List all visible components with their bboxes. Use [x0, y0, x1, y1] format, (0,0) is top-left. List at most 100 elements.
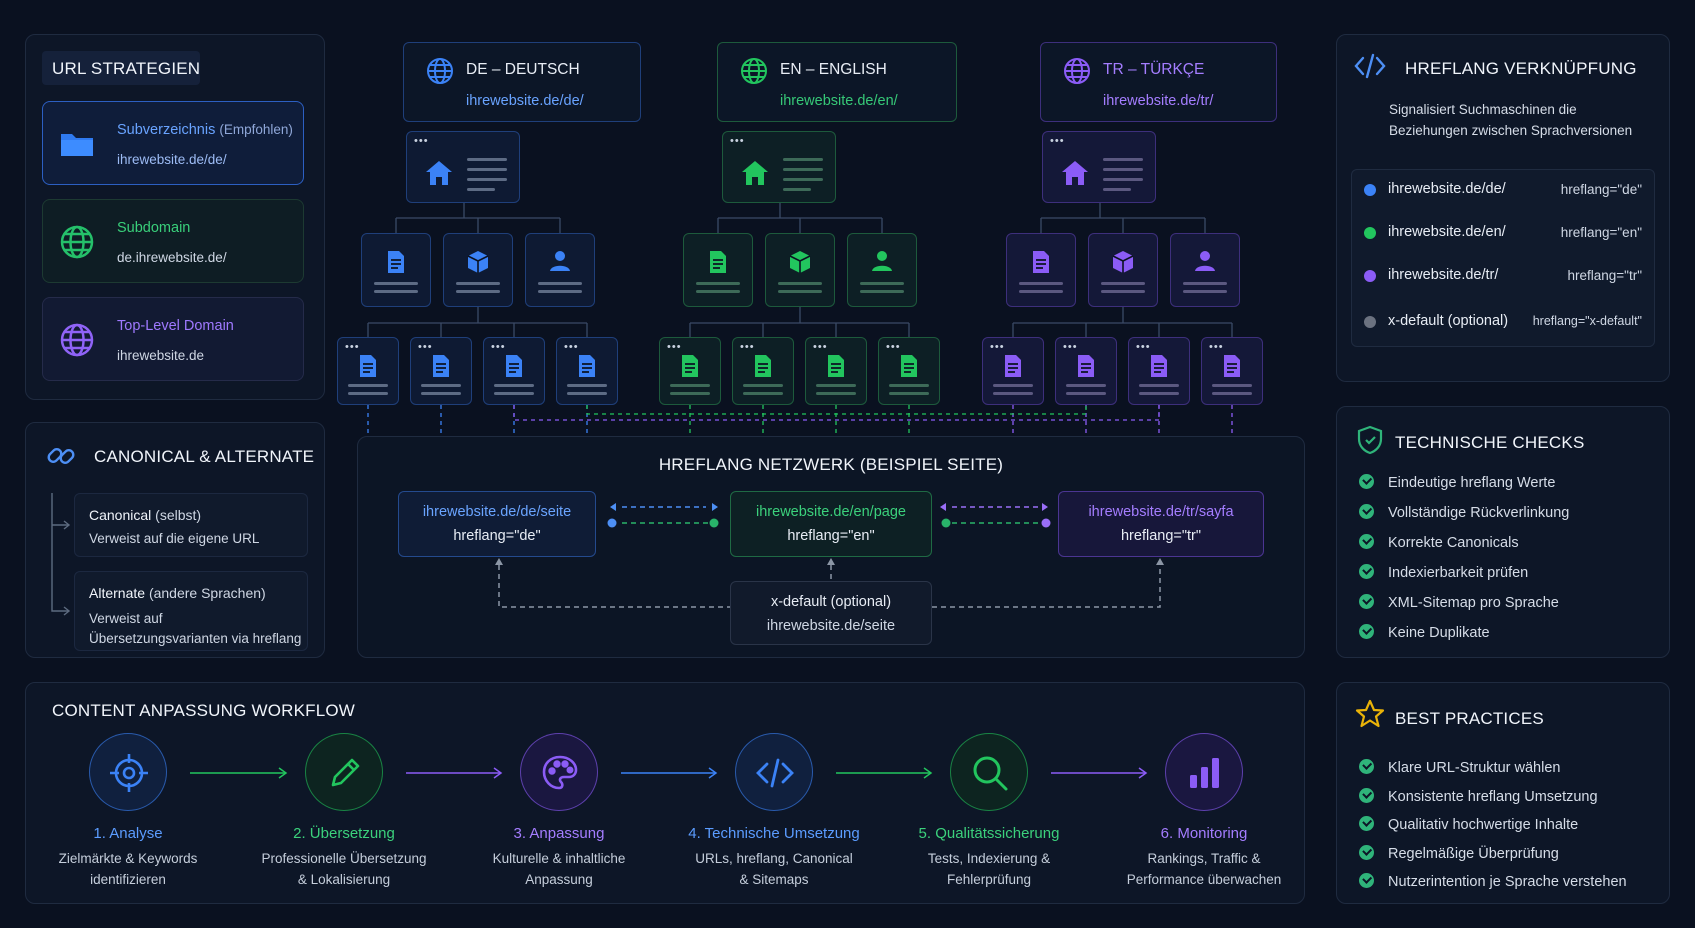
section-page-node[interactable]: [525, 233, 595, 307]
check-circle-icon: [1359, 474, 1374, 489]
placeholder-line: [494, 384, 534, 387]
placeholder-line: [567, 392, 607, 395]
check-item: XML-Sitemap pro Sprache: [1359, 594, 1559, 611]
star-icon: [1355, 699, 1385, 728]
network-xdefault[interactable]: x-default (optional) ihrewebsite.de/seit…: [730, 581, 932, 645]
window-dots: •••: [1136, 341, 1151, 353]
root-page-node[interactable]: •••: [406, 131, 520, 203]
placeholder-line: [421, 392, 461, 395]
document-icon: [431, 354, 451, 383]
window-dots: •••: [491, 341, 506, 353]
url-option-subdomain[interactable]: Subdomain de.ihrewebsite.de/: [42, 199, 304, 283]
window-dots: •••: [1050, 135, 1065, 147]
placeholder-line: [860, 282, 904, 285]
network-page-attr: hreflang="en": [787, 528, 875, 544]
check-circle-icon: [1359, 594, 1374, 609]
url-option-subdirectory[interactable]: Subverzeichnis (Empfohlen) ihrewebsite.d…: [42, 101, 304, 185]
placeholder-line: [1212, 392, 1252, 395]
status-dot: [1364, 316, 1376, 328]
canonical-item-paren: (selbst): [155, 507, 202, 523]
document-icon: [577, 354, 597, 383]
section-page-node[interactable]: [1088, 233, 1158, 307]
window-dots: •••: [418, 341, 433, 353]
document-icon: [899, 354, 919, 383]
step-title: 4. Technische Umsetzung: [688, 825, 860, 842]
document-icon: [1149, 354, 1169, 383]
placeholder-line: [1139, 392, 1179, 395]
alternate-item: Alternate (andere Sprachen) Verweist auf…: [74, 571, 308, 651]
leaf-page-node[interactable]: •••: [1128, 337, 1190, 405]
placeholder-line: [421, 384, 461, 387]
language-name: DE – DEUTSCH: [466, 61, 580, 78]
section-page-node[interactable]: [765, 233, 835, 307]
language-card[interactable]: DE – DEUTSCH ihrewebsite.de/de/: [403, 42, 641, 122]
document-icon: [504, 354, 524, 383]
section-page-node[interactable]: [847, 233, 917, 307]
leaf-page-node[interactable]: •••: [659, 337, 721, 405]
workflow-step[interactable]: 2. Übersetzung Professionelle Übersetzun…: [244, 733, 444, 890]
section-page-node[interactable]: [361, 233, 431, 307]
check-item: Qualitativ hochwertige Inhalte: [1359, 816, 1578, 833]
window-dots: •••: [813, 341, 828, 353]
user-icon: [871, 250, 893, 277]
workflow-step[interactable]: 4. Technische Umsetzung URLs, hreflang, …: [674, 733, 874, 890]
document-icon: [358, 354, 378, 383]
workflow-step[interactable]: 6. Monitoring Rankings, Traffic &Perform…: [1104, 733, 1304, 890]
user-icon: [549, 250, 571, 277]
network-page-attr: hreflang="tr": [1120, 528, 1202, 544]
hreflang-link-desc: Signalisiert Suchmaschinen die Beziehung…: [1389, 102, 1633, 138]
leaf-page-node[interactable]: •••: [1201, 337, 1263, 405]
placeholder-line: [1066, 384, 1106, 387]
leaf-page-node[interactable]: •••: [556, 337, 618, 405]
globe-icon: [1064, 58, 1090, 84]
placeholder-line: [1183, 282, 1227, 285]
section-page-node[interactable]: [1006, 233, 1076, 307]
step-icon-circle: [735, 733, 813, 811]
document-icon: [1222, 354, 1242, 383]
best-practices-panel: BEST PRACTICES Klare URL-Struktur wählen…: [1336, 682, 1670, 904]
section-page-node[interactable]: [1170, 233, 1240, 307]
section-page-node[interactable]: [443, 233, 513, 307]
placeholder-line: [783, 158, 823, 161]
globe-icon: [741, 58, 767, 84]
link-icon: [47, 448, 75, 464]
workflow-step[interactable]: 5. Qualitätssicherung Tests, Indexierung…: [889, 733, 1089, 890]
globe-icon: [427, 58, 453, 84]
check-item: Konsistente hreflang Umsetzung: [1359, 787, 1598, 805]
status-dot: [1364, 270, 1376, 282]
document-icon: [753, 354, 773, 383]
leaf-page-node[interactable]: •••: [337, 337, 399, 405]
url-option-name: Top-Level Domain: [117, 318, 234, 334]
language-card[interactable]: EN – ENGLISH ihrewebsite.de/en/: [717, 42, 957, 122]
section-page-node[interactable]: [683, 233, 753, 307]
root-page-node[interactable]: •••: [1042, 131, 1156, 203]
leaf-page-node[interactable]: •••: [1055, 337, 1117, 405]
placeholder-line: [816, 392, 856, 395]
step-icon-circle: [520, 733, 598, 811]
leaf-page-node[interactable]: •••: [732, 337, 794, 405]
placeholder-line: [816, 384, 856, 387]
leaf-page-node[interactable]: •••: [805, 337, 867, 405]
network-page-tr[interactable]: ihrewebsite.de/tr/sayfa hreflang="tr": [1058, 491, 1264, 557]
cube-icon: [1111, 250, 1135, 279]
step-desc: Professionelle Übersetzung& Lokalisierun…: [261, 851, 427, 887]
leaf-page-node[interactable]: •••: [878, 337, 940, 405]
language-card[interactable]: TR – TÜRKÇE ihrewebsite.de/tr/: [1040, 42, 1277, 122]
root-page-node[interactable]: •••: [722, 131, 836, 203]
window-dots: •••: [730, 135, 745, 147]
network-page-de[interactable]: ihrewebsite.de/de/seite hreflang="de": [398, 491, 596, 557]
placeholder-line: [783, 168, 823, 171]
language-url: ihrewebsite.de/de/: [466, 93, 584, 109]
check-item: Keine Duplikate: [1359, 624, 1490, 641]
leaf-page-node[interactable]: •••: [483, 337, 545, 405]
window-dots: •••: [414, 135, 429, 147]
network-page-en[interactable]: ihrewebsite.de/en/page hreflang="en": [730, 491, 932, 557]
leaf-page-node[interactable]: •••: [982, 337, 1044, 405]
placeholder-line: [860, 290, 904, 293]
url-option-tld[interactable]: Top-Level Domain ihrewebsite.de: [42, 297, 304, 381]
leaf-page-node[interactable]: •••: [410, 337, 472, 405]
placeholder-line: [374, 290, 418, 293]
placeholder-line: [1019, 282, 1063, 285]
